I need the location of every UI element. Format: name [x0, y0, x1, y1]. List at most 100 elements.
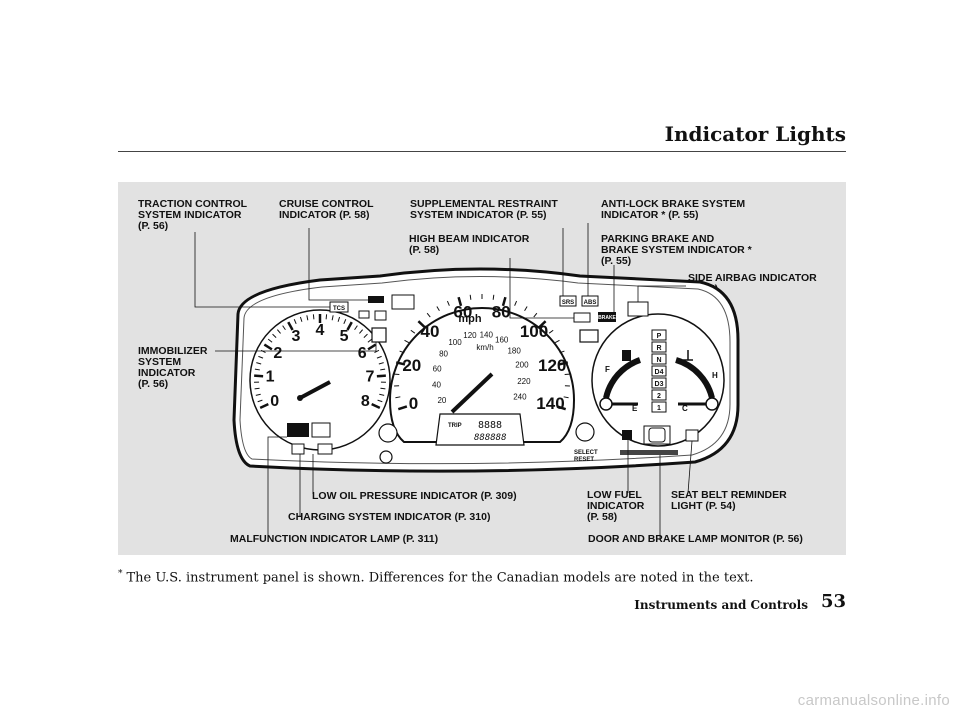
- tach-tick: [272, 333, 277, 338]
- speed-needle: [450, 372, 494, 414]
- tach-tick: [359, 329, 364, 334]
- dimmer-knob: [378, 423, 398, 443]
- kmh-label: 180: [507, 346, 521, 355]
- tach-label: 1: [266, 369, 275, 386]
- immobilizer-lamp: [371, 327, 387, 343]
- tach-tick: [346, 321, 353, 331]
- tach-tick: [254, 374, 264, 378]
- tach-label: 0: [270, 393, 279, 410]
- tach-label: 4: [316, 322, 325, 339]
- speed-label: 80: [492, 303, 511, 322]
- page-title: Indicator Lights: [664, 122, 846, 146]
- temp-scale: [675, 357, 715, 399]
- cruise-lamp-upper: [368, 296, 384, 303]
- tach-tick: [374, 349, 380, 353]
- callout-charging: CHARGING SYSTEM INDICATOR (P. 310): [288, 511, 491, 523]
- speed-tick: [426, 312, 431, 318]
- speed-label: 40: [420, 322, 439, 341]
- oil-pressure-lamp: [317, 443, 333, 455]
- tach-tick: [380, 387, 386, 390]
- tach-tick: [258, 355, 264, 359]
- tach-label: 5: [340, 328, 349, 345]
- kmh-label: 120: [463, 331, 477, 340]
- svg-text:C: C: [682, 404, 688, 413]
- tach-tick: [354, 325, 358, 331]
- speed-tick: [469, 294, 472, 300]
- speed-tick: [558, 361, 569, 366]
- gear-label: D3: [655, 381, 664, 388]
- gear-label: N: [656, 357, 661, 364]
- tach-tick: [312, 314, 315, 320]
- odometer-display: [435, 413, 525, 446]
- tach-tick: [263, 343, 273, 351]
- gear-label: P: [657, 333, 662, 340]
- srs-lamp: [559, 295, 577, 307]
- leader-lines: [194, 223, 693, 539]
- tach-tick: [259, 402, 269, 410]
- tach-tick: [337, 316, 341, 322]
- trip-reset-knob: [379, 450, 393, 464]
- page-number: 53: [820, 591, 846, 612]
- kmh-label: 200: [515, 361, 529, 370]
- gear-box: [651, 329, 667, 341]
- tach-tick: [371, 402, 381, 410]
- select-reset-knob: [575, 422, 595, 442]
- speed-tick: [395, 361, 406, 366]
- tach-tick: [378, 362, 384, 365]
- speed-tick: [446, 300, 450, 306]
- gear-label: D4: [655, 369, 664, 376]
- speed-tick: [533, 312, 538, 318]
- side-airbag-lamp: [627, 301, 649, 317]
- abs-lamp: [581, 295, 599, 307]
- svg-text:H: H: [712, 371, 718, 380]
- tach-tick: [282, 325, 286, 331]
- svg-text:BRAKE: BRAKE: [598, 315, 616, 321]
- watermark: carmanualsonline.info: [797, 692, 950, 709]
- callout-low-oil: LOW OIL PRESSURE INDICATOR (P. 309): [312, 490, 517, 502]
- tach-tick: [343, 319, 347, 325]
- immobilizer-lamp-left: [358, 310, 370, 319]
- fuel-pump-icon: [622, 350, 631, 361]
- svg-text:TCS: TCS: [333, 306, 345, 312]
- gear-label: 1: [657, 405, 661, 412]
- speed-label: 20: [402, 356, 421, 375]
- callout-door-brake: DOOR AND BRAKE LAMP MONITOR (P. 56): [588, 533, 803, 545]
- speed-label: 140: [536, 394, 564, 413]
- gear-box: [651, 401, 667, 413]
- turn-signal-lamp: [579, 329, 599, 343]
- speed-label: 120: [538, 356, 566, 375]
- speed-tick: [492, 294, 495, 300]
- tach-tick: [267, 338, 273, 343]
- kmh-label: 100: [448, 338, 462, 347]
- tach-tick: [257, 399, 263, 403]
- svg-text:SELECT: SELECT: [574, 450, 598, 456]
- cruise-control-lamp: [391, 294, 415, 310]
- svg-text:SRS: SRS: [562, 300, 574, 306]
- tach-tick: [363, 333, 368, 338]
- fuel-scale: [603, 357, 642, 399]
- gear-box: [651, 377, 667, 389]
- speed-tick: [514, 300, 518, 306]
- gear-box: [651, 365, 667, 377]
- svg-text:E: E: [632, 404, 638, 413]
- tach-tick: [287, 321, 294, 331]
- gear-label: R: [656, 345, 661, 352]
- speed-tick: [559, 350, 565, 354]
- tach-tick: [380, 368, 386, 371]
- tach-tick: [256, 362, 262, 365]
- callout-high-beam: HIGH BEAM INDICATOR(P. 58): [409, 233, 530, 256]
- speed-tick: [395, 396, 401, 399]
- malfunction-lamp: [287, 423, 309, 437]
- charging-lamp: [291, 443, 305, 455]
- speed-tick: [417, 320, 426, 329]
- tach-tick: [325, 314, 328, 320]
- speed-label: 0: [409, 394, 418, 413]
- door-brake-monitor: [643, 425, 671, 445]
